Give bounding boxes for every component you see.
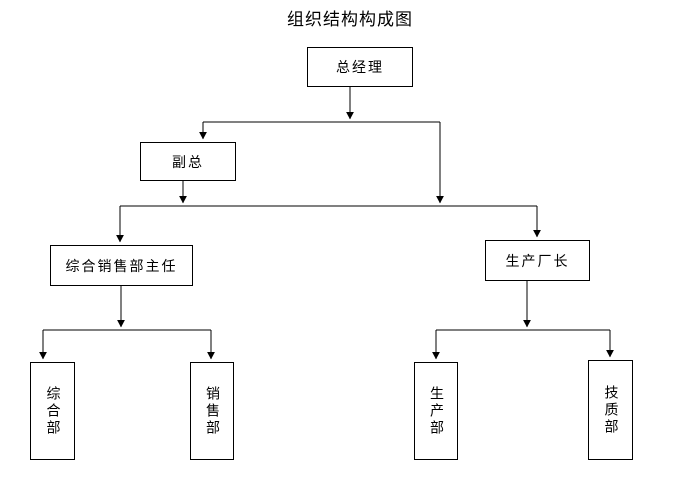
node-sales-director-label: 综合销售部主任 — [65, 258, 178, 275]
node-production-dept[interactable]: 生产部 — [414, 362, 458, 460]
node-quality-dept[interactable]: 技质部 — [588, 360, 633, 460]
chart-title: 组织结构构成图 — [0, 8, 700, 32]
node-sales-dept-label: 销售部 — [204, 385, 220, 437]
node-plant-manager[interactable]: 生产厂长 — [485, 240, 590, 281]
node-general-affairs-dept[interactable]: 综合部 — [30, 362, 75, 460]
chart-title-text: 组织结构构成图 — [287, 10, 413, 30]
node-deputy-general-manager-label: 副总 — [172, 154, 204, 171]
node-general-manager-label: 总经理 — [336, 60, 384, 76]
node-sales-director[interactable]: 综合销售部主任 — [50, 245, 193, 286]
node-general-manager[interactable]: 总经理 — [307, 47, 413, 87]
node-production-dept-label: 生产部 — [428, 385, 444, 437]
node-quality-dept-label: 技质部 — [602, 384, 619, 436]
node-deputy-general-manager[interactable]: 副总 — [140, 142, 236, 181]
node-sales-dept[interactable]: 销售部 — [190, 362, 234, 460]
node-plant-manager-label: 生产厂长 — [505, 253, 570, 270]
node-general-affairs-dept-label: 综合部 — [44, 385, 61, 437]
